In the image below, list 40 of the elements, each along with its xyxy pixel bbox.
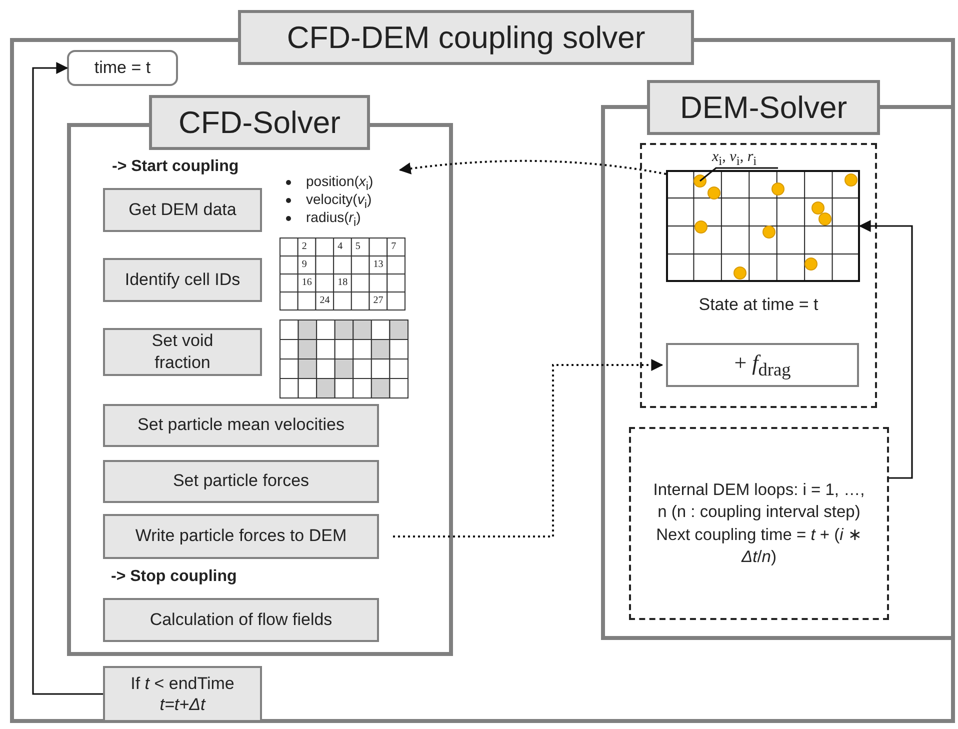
data-flow-arrow xyxy=(398,160,666,175)
cell-id-number: 5 xyxy=(355,241,360,253)
cell-id-number: 9 xyxy=(302,259,307,271)
list-item: velocity(v$_{i}$) xyxy=(306,191,372,211)
cell-id-number: 4 xyxy=(338,241,343,253)
process-box: Set particle forces xyxy=(103,460,379,503)
loop-arrow xyxy=(858,220,913,479)
state-caption: State at time = t xyxy=(698,295,820,315)
cell-id-number: 18 xyxy=(338,277,348,289)
step-marker-text: -> Start coupling xyxy=(112,158,239,176)
cell-id-number: 24 xyxy=(320,295,330,307)
process-box: Write particle forces to DEM xyxy=(103,514,379,559)
particle-grid-drawing xyxy=(666,170,860,282)
panel-title: DEM-Solver xyxy=(647,80,880,135)
step-marker-text: -> Stop coupling xyxy=(111,568,237,586)
leader-line xyxy=(700,167,778,182)
variable-annotation: x$_{i}$, v$_{i}$, r$_{i}$ xyxy=(712,148,778,168)
process-box: If t < endTime t=t+Δt xyxy=(103,666,262,722)
panel-title: CFD-DEM coupling solver xyxy=(238,10,694,65)
loop-note-box: Internal DEM loops: i = 1, …, n (n : coupling interval step) Next coupling time = t + (i ∗ Δt/n) xyxy=(629,427,889,620)
solver-panel xyxy=(67,95,453,656)
list-item: position(x$_{i}$) xyxy=(306,173,374,193)
process-box: Set particle mean velocities xyxy=(103,404,379,447)
cell-id-number: 2 xyxy=(302,241,307,253)
panel-title: CFD-Solver xyxy=(149,95,370,150)
data-flow-arrow xyxy=(393,359,664,538)
process-box: Get DEM data xyxy=(103,188,262,232)
force-box: + f$_{drag}$ xyxy=(666,343,859,387)
loop-arrow xyxy=(32,62,103,695)
cell-id-number: 7 xyxy=(391,241,396,253)
dashed-group-box xyxy=(640,143,877,408)
process-box: Identify cell IDs xyxy=(103,258,262,302)
start-box: time = t xyxy=(67,50,178,86)
cell-id-number: 16 xyxy=(302,277,312,289)
cell-id-number: 27 xyxy=(373,295,384,307)
cell-id-number: 13 xyxy=(373,259,384,271)
list-item: radius(r$_{i}$) xyxy=(306,209,361,229)
solver-panel xyxy=(10,10,955,723)
process-box: Calculation of flow fields xyxy=(103,598,379,642)
process-box: Set void fraction xyxy=(103,328,262,376)
